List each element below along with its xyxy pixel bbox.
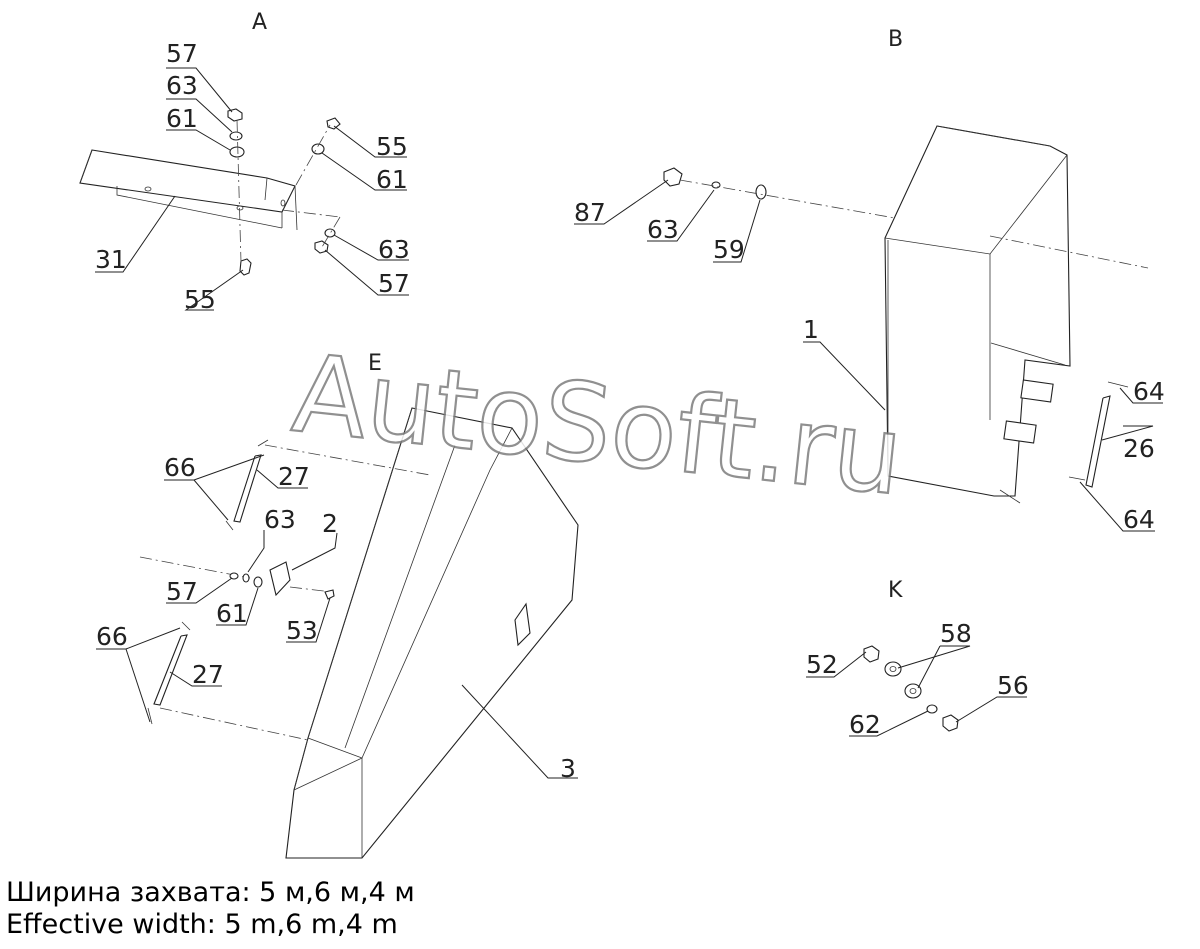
part-58-washer [904,683,922,699]
part-55-bolt [326,117,341,130]
part-31-bracket [79,149,296,213]
callout-57: 57 [166,39,198,68]
callout-62: 62 [849,710,881,739]
callout-56: 56 [997,671,1029,700]
callout-63: 63 [647,215,679,244]
part-58-washer [884,661,902,677]
part-63-washer [229,131,243,141]
view-label-k: K [888,578,903,603]
callout-57: 57 [166,577,198,606]
part-57-nut [229,572,239,580]
view-label-e: E [368,351,382,376]
callout-59: 59 [713,235,745,264]
callout-61: 61 [376,165,408,194]
callout-3: 3 [560,754,576,783]
callout-2: 2 [322,509,338,538]
callout-27: 27 [192,660,224,689]
part-57-nut [314,240,329,254]
callout-87: 87 [574,198,606,227]
callout-58: 58 [940,619,972,648]
callout-64: 64 [1133,377,1165,406]
caption-width-en: Effective width: 5 m,6 m,4 m [6,909,398,940]
watermark-logo: AutoSoft.ru [287,332,908,520]
part-27-pin [153,634,188,706]
view-label-a: A [252,10,267,35]
callout-52: 52 [806,650,838,679]
callout-53: 53 [286,616,318,645]
view-k-assembly: K 52 58 62 56 [806,578,1029,739]
part-53-bolt [324,589,335,600]
callout-55: 55 [184,285,216,314]
part-61-washer [229,146,245,158]
callout-64: 64 [1123,505,1155,534]
callout-57: 57 [378,269,410,298]
part-61-washer [253,576,263,588]
callout-27: 27 [278,462,310,491]
view-b-assembly: B 87 63 59 1 64 26 64 [574,27,1165,534]
callout-1: 1 [803,315,819,344]
part-87-wing-bolt [663,167,683,187]
caption-width-ru: Ширина захвата: 5 м,6 м,4 м [6,877,415,908]
callout-31: 31 [95,245,127,274]
callout-26: 26 [1123,434,1155,463]
part-55-bolt [239,258,252,276]
callout-61: 61 [166,104,198,133]
callout-63: 63 [166,71,198,100]
callout-63: 63 [378,235,410,264]
callout-66: 66 [164,453,196,482]
part-62-washer [926,704,938,714]
callout-66: 66 [96,622,128,651]
callout-63: 63 [264,505,296,534]
view-e-assembly: E 66 [96,351,579,859]
part-63-washer [324,228,336,238]
callout-61: 61 [216,599,248,628]
part-52-bolt [863,645,880,663]
part-1-housing [884,125,1071,497]
view-label-b: B [888,27,903,52]
callout-55: 55 [376,132,408,161]
view-a-assembly: A 57 63 61 55 6 [79,10,410,314]
part-59-washer [755,184,767,200]
part-27-pin [233,454,262,523]
part-2-hinge [269,561,291,597]
part-56-nut [942,714,959,732]
part-63-washer [242,573,250,583]
part-26-pin [1085,395,1111,488]
part-57-nut [227,108,243,122]
